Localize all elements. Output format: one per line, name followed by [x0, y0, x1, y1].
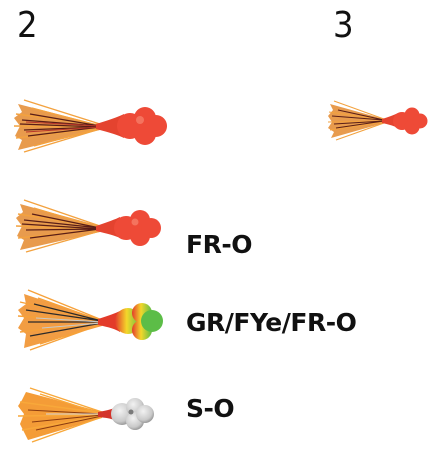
lure-skirt [17, 289, 103, 351]
lure-fr-o-large [13, 99, 167, 153]
lure-fr-o [15, 199, 161, 253]
lure-head [382, 107, 428, 135]
lure-skirt [13, 99, 101, 153]
lure-head [98, 303, 163, 340]
lure-gr-fye-fr-o [17, 289, 163, 351]
lure-label-fr-o: FR-O [186, 230, 252, 259]
lure-skirt [15, 199, 101, 253]
lure-fr-o-small [327, 100, 428, 141]
lure-skirt [17, 387, 103, 443]
size-number-3: 3 [333, 5, 354, 46]
lure-head [96, 210, 161, 246]
lure-head [98, 398, 154, 430]
lure-s-o [17, 387, 154, 443]
size-number-2: 2 [17, 5, 38, 46]
lure-label-s-o: S-O [186, 394, 235, 423]
lure-head [96, 107, 167, 145]
lure-skirt [327, 100, 385, 141]
lure-label-gr-fye-fr-o: GR/FYe/FR-O [186, 308, 357, 337]
